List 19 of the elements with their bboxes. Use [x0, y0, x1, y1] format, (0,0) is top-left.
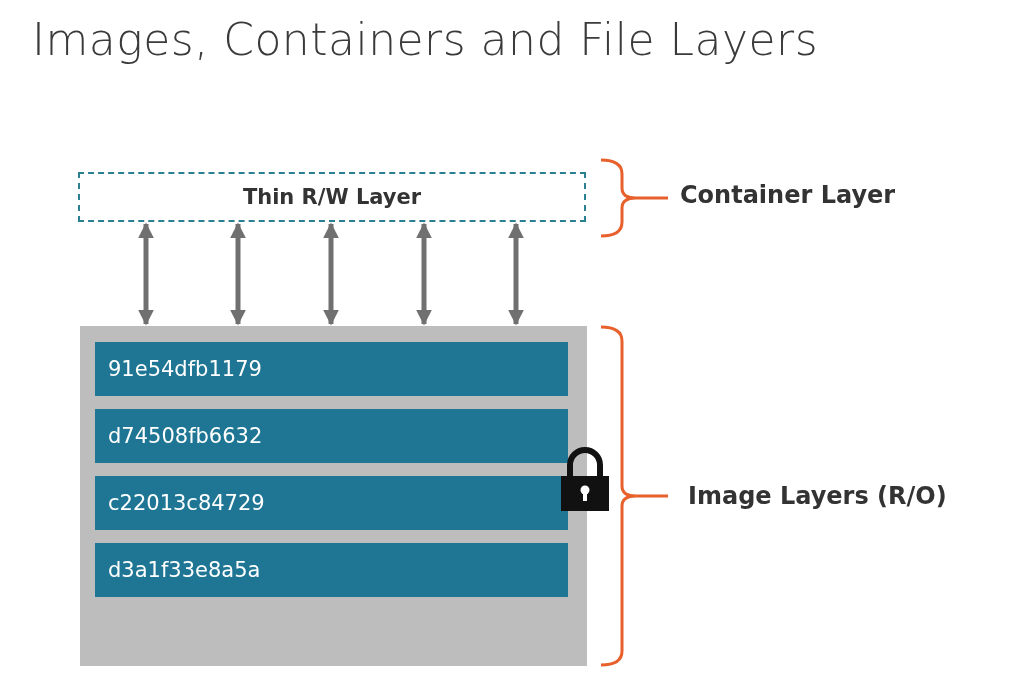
layer-id: c22013c84729 [108, 491, 265, 515]
layer-group-label: Image Layers (R/O) [688, 482, 947, 510]
image-layer-bar [95, 543, 568, 597]
double-arrow [138, 222, 154, 326]
double-arrow [323, 222, 339, 326]
container-layer-box [78, 172, 586, 222]
image-stack-panel [80, 326, 587, 666]
layer-id: 91e54dfb1179 [108, 357, 262, 381]
title: Images, Containers and File Layers [32, 14, 819, 65]
layer-id: d3a1f33e8a5a [108, 558, 261, 582]
image-layer-bar [95, 476, 568, 530]
layer-label: Thin R/W Layer [242, 185, 422, 209]
double-arrow [230, 222, 246, 326]
image-layer-bar [95, 342, 568, 396]
layer-group-label: Container Layer [680, 181, 896, 209]
double-arrow [508, 222, 524, 326]
double-arrow [416, 222, 432, 326]
layer-id: d74508fb6632 [108, 424, 263, 448]
image-layer-bar [95, 409, 568, 463]
